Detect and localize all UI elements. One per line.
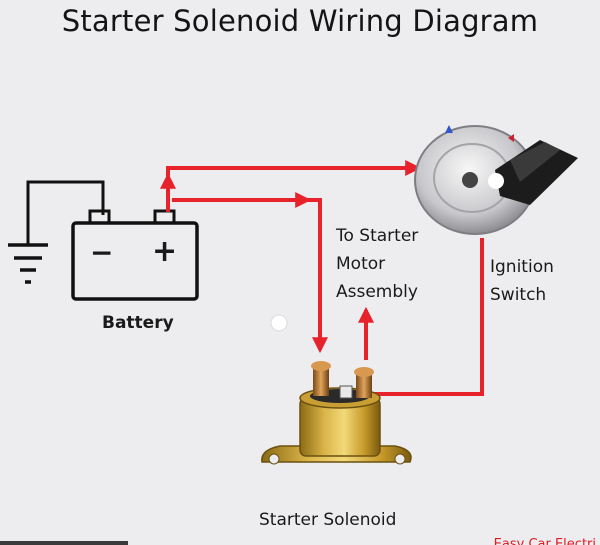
battery-icon — [71, 209, 199, 301]
ignition-switch-label: Ignition Switch — [490, 253, 554, 309]
diagram-title: Starter Solenoid Wiring Diagram — [61, 4, 539, 38]
ground-symbol-icon — [8, 180, 105, 284]
ignition-line-2: Switch — [490, 285, 547, 305]
battery-positive-sign: + — [152, 234, 178, 269]
ignition-line-1: Ignition — [490, 257, 554, 277]
cursor-dot-icon — [488, 173, 504, 189]
battery-negative-sign: − — [90, 236, 114, 269]
to-starter-label: To Starter Motor Assembly — [336, 222, 418, 306]
to-starter-line-1: To Starter — [336, 226, 419, 246]
to-starter-line-2: Motor — [336, 254, 386, 274]
solenoid-icon — [261, 361, 412, 465]
battery-label: Battery — [102, 313, 174, 333]
to-starter-line-3: Assembly — [336, 282, 418, 302]
watermark-text: Easy Car Electri — [493, 537, 596, 545]
starter-solenoid-label: Starter Solenoid — [259, 510, 397, 530]
ignition-key-icon — [414, 125, 578, 235]
bottom-scroll-bar — [0, 541, 128, 545]
cursor-dot-icon — [270, 314, 288, 332]
red-wires — [160, 160, 484, 402]
